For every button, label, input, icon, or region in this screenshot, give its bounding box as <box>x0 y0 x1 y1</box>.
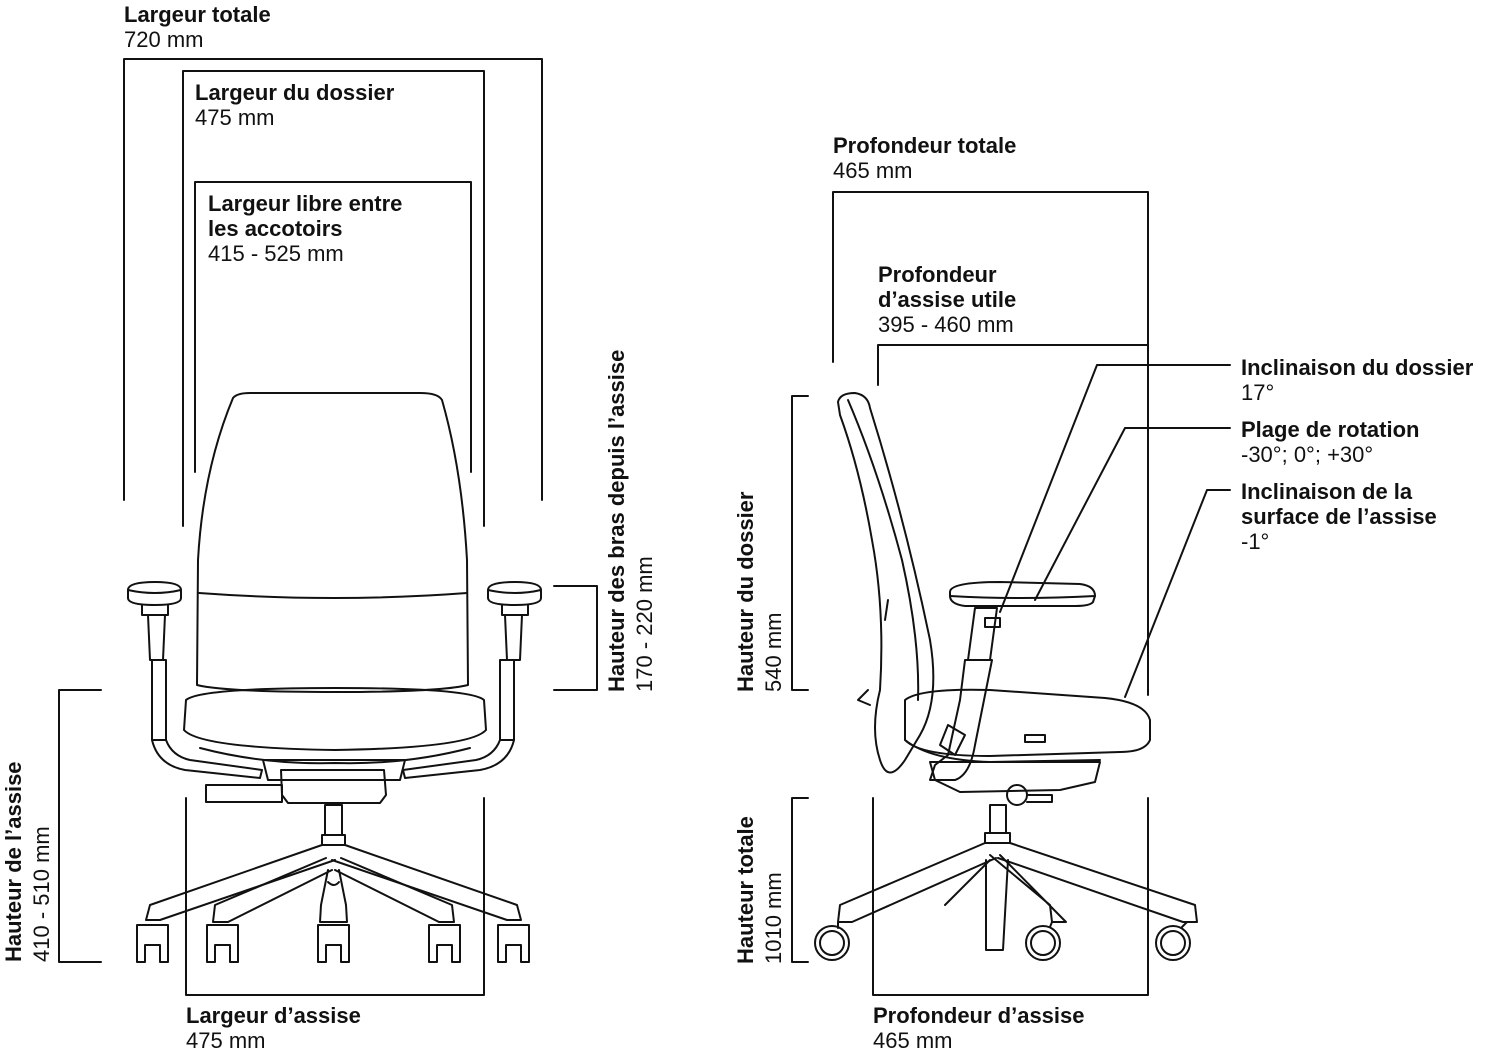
usable-seat-depth-bracket <box>877 344 1149 386</box>
label-seat-depth: Profondeur d’assise 465 mm <box>873 1003 1085 1053</box>
armrest-clearance-bracket <box>194 181 472 473</box>
front-armrest-left <box>127 581 182 606</box>
usable-seat-depth-title-line2: d’assise utile <box>878 287 1017 312</box>
side-dimension-lines <box>791 191 1231 996</box>
seat-height-value: 410 - 510 mm <box>29 826 54 962</box>
seat-depth-bracket <box>872 797 1149 996</box>
seat-tilt-value: -1° <box>1241 529 1270 554</box>
front-casters <box>136 924 530 963</box>
label-overall-height: Hauteur totale 1010 mm <box>732 816 788 964</box>
front-base <box>145 844 522 923</box>
seat-height-title: Hauteur de l’assise <box>1 761 26 962</box>
label-armrest-clearance: Largeur libre entre les accotoirs 415 - … <box>208 191 402 266</box>
side-gas-column <box>989 804 1007 834</box>
leader-backrest-tilt <box>999 364 1231 613</box>
label-overall-depth: Profondeur totale 465 mm <box>833 133 1016 183</box>
backrest-width-title: Largeur du dossier <box>195 80 395 105</box>
front-lumbar <box>198 592 468 599</box>
armrest-clearance-title-line1: Largeur libre entre <box>208 191 403 216</box>
backrest-width-value: 475 mm <box>195 105 275 130</box>
front-mechanism <box>262 759 406 781</box>
overall-width-value: 720 mm <box>124 27 204 52</box>
rotation-range-title: Plage de rotation <box>1241 417 1420 442</box>
seat-tilt-title-line2: surface de l’assise <box>1241 504 1437 529</box>
label-rotation-range: Plage de rotation -30°; 0°; +30° <box>1241 417 1419 467</box>
seat-width-bracket <box>185 797 485 996</box>
overall-height-value: 1010 mm <box>761 872 786 964</box>
seat-depth-title: Profondeur d’assise <box>873 1003 1085 1028</box>
backrest-height-title: Hauteur du dossier <box>733 491 758 692</box>
front-armrest-right <box>487 581 542 606</box>
front-seat <box>183 687 487 751</box>
label-overall-width: Largeur totale 720 mm <box>124 2 271 52</box>
label-usable-seat-depth: Profondeur d’assise utile 395 - 460 mm <box>878 262 1016 337</box>
side-tension-knob <box>1006 784 1028 806</box>
rotation-range-value: -30°; 0°; +30° <box>1241 442 1374 467</box>
front-lever <box>205 784 283 803</box>
arm-height-title: Hauteur des bras depuis l’assise <box>604 349 629 692</box>
usable-seat-depth-value: 395 - 460 mm <box>878 312 1014 337</box>
seat-height-bracket <box>58 689 102 963</box>
side-mechanism <box>929 761 1101 793</box>
arm-height-value: 170 - 220 mm <box>632 556 657 692</box>
label-seat-tilt: Inclinaison de la surface de l’assise -1… <box>1241 479 1437 554</box>
front-dimension-lines <box>58 58 598 996</box>
front-gas-column <box>324 804 343 836</box>
armrest-clearance-value: 415 - 525 mm <box>208 241 344 266</box>
overall-depth-title: Profondeur totale <box>833 133 1017 158</box>
side-seat <box>904 688 1151 757</box>
overall-depth-bracket <box>832 191 1149 696</box>
overall-height-title: Hauteur totale <box>733 816 758 964</box>
arm-height-bracket <box>553 585 598 691</box>
label-seat-height: Hauteur de l’assise 410 - 510 mm <box>0 761 56 962</box>
label-backrest-tilt: Inclinaison du dossier 17° <box>1241 355 1473 405</box>
overall-width-bracket <box>123 58 543 501</box>
backrest-height-bracket <box>791 395 809 691</box>
leader-rotation <box>1034 427 1231 601</box>
seat-width-value: 475 mm <box>186 1028 266 1053</box>
side-base <box>837 842 1198 951</box>
backrest-height-value: 540 mm <box>761 612 786 692</box>
side-backrest <box>837 392 935 774</box>
label-seat-width: Largeur d’assise 475 mm <box>186 1003 361 1053</box>
backrest-width-bracket <box>182 70 485 527</box>
seat-tilt-title-line1: Inclinaison de la <box>1241 479 1413 504</box>
armrest-clearance-title-line2: les accotoirs <box>208 216 343 241</box>
backrest-tilt-value: 17° <box>1241 380 1275 405</box>
overall-width-title: Largeur totale <box>124 2 271 27</box>
backrest-tilt-title: Inclinaison du dossier <box>1241 355 1474 380</box>
seat-width-title: Largeur d’assise <box>186 1003 361 1028</box>
side-arm-post <box>967 607 998 661</box>
overall-height-bracket <box>791 797 809 963</box>
side-armrest <box>949 581 1096 607</box>
side-chair <box>814 392 1198 961</box>
overall-depth-value: 465 mm <box>833 158 913 183</box>
usable-seat-depth-title-line1: Profondeur <box>878 262 997 287</box>
side-casters <box>814 921 1191 961</box>
label-arm-height: Hauteur des bras depuis l’assise 170 - 2… <box>603 350 659 692</box>
label-backrest-height: Hauteur du dossier 540 mm <box>732 492 788 692</box>
leader-seat-tilt <box>1124 489 1231 698</box>
seat-depth-value: 465 mm <box>873 1028 953 1053</box>
front-chair <box>127 392 542 963</box>
label-backrest-width: Largeur du dossier 475 mm <box>195 80 394 130</box>
front-backrest <box>196 392 469 693</box>
